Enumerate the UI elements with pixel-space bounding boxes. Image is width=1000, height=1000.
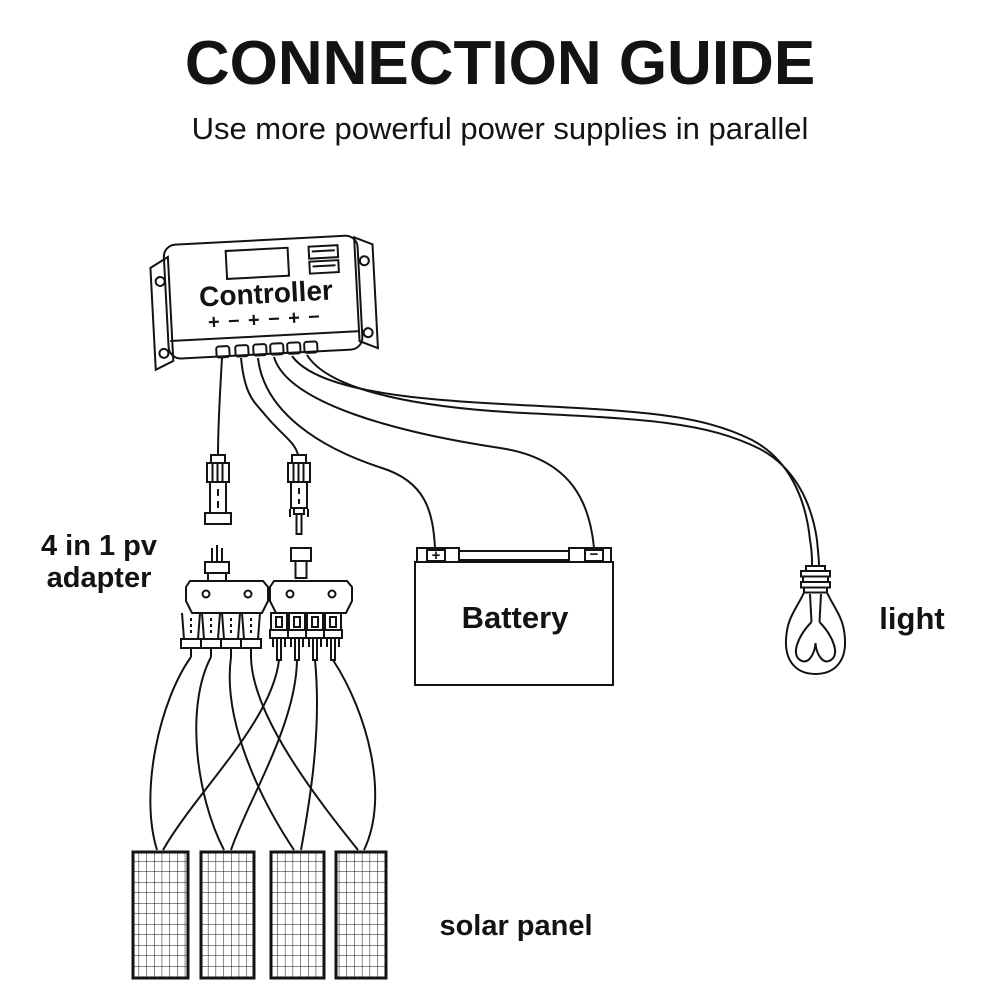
screw-hole-icon <box>158 347 170 359</box>
wire-battery-positive <box>257 357 436 549</box>
wire-adapter-b-4 <box>332 659 377 851</box>
wire-load-2 <box>306 354 820 567</box>
wire-adapter-b-3 <box>300 659 318 851</box>
controller-terminals <box>215 340 319 359</box>
battery-positive-frame <box>426 549 446 562</box>
pv-adapter-a-figure <box>180 545 269 657</box>
adapter-a-outputs <box>180 612 262 657</box>
terminal-polarity: − <box>307 306 321 329</box>
bulb-filament-leads <box>809 593 822 623</box>
wire-adapter-a-1 <box>149 656 192 851</box>
adapter-label-line1: 4 in 1 pv <box>40 530 158 562</box>
adapter-a-body <box>185 580 269 614</box>
adapter-b-input-neck <box>294 560 308 579</box>
bulb-glass <box>784 591 847 676</box>
adapter-panel-wires <box>149 656 377 851</box>
controller-buttons[interactable] <box>307 244 340 275</box>
diagram-subtitle: Use more powerful power supplies in para… <box>191 111 809 146</box>
light-bulb-icon <box>784 565 847 676</box>
wire-load-1 <box>291 355 813 567</box>
solar-panel-label: solar panel <box>439 910 593 942</box>
solar-panel-figures <box>131 850 388 980</box>
screw-hole-icon <box>201 589 211 599</box>
diagram-title: CONNECTION GUIDE <box>184 29 816 98</box>
wire-adapter-a-4 <box>250 656 359 851</box>
terminal-polarity: + <box>287 307 301 330</box>
solar-panel-3 <box>269 850 326 980</box>
adapter-b-input <box>290 547 312 562</box>
light-label: light <box>879 601 945 636</box>
pv-adapter-b-figure <box>269 547 353 661</box>
solar-panel-2 <box>199 850 256 980</box>
adapter-a-input-neck <box>207 572 227 582</box>
battery-top-bar <box>458 550 570 561</box>
wire-pv-2 <box>240 357 299 456</box>
adapter-a-stub-wires <box>211 545 223 562</box>
battery-figure: + − <box>414 546 614 686</box>
adapter-b-outputs <box>269 612 343 661</box>
battery-positive-symbol: + <box>432 547 441 564</box>
battery-negative-symbol: − <box>590 546 599 563</box>
adapter-label: 4 in 1 pv adapter <box>14 530 184 594</box>
wire-pv-1 <box>217 357 223 456</box>
terminal-polarity: − <box>267 308 281 331</box>
terminal-polarity: + <box>207 311 221 334</box>
screw-hole-icon <box>285 589 295 599</box>
battery-label: Battery <box>461 600 569 635</box>
bulb-filament-loops <box>795 621 836 663</box>
screw-hole-icon <box>362 327 374 339</box>
mc4-male-connector-icon <box>287 454 311 535</box>
battery-box <box>414 561 614 686</box>
battery-negative-frame <box>584 549 604 562</box>
mc4-female-connector-icon <box>204 454 232 525</box>
wire-adapter-b-2 <box>230 659 298 851</box>
adapter-b-body <box>269 580 353 614</box>
controller-display <box>224 246 291 281</box>
wire-battery-negative <box>273 356 595 549</box>
terminal-polarity: + <box>247 309 261 332</box>
controller-wires <box>217 354 820 567</box>
screw-hole-icon <box>327 589 337 599</box>
wire-adapter-a-3 <box>228 656 295 851</box>
screw-hole-icon <box>243 589 253 599</box>
controller-figure <box>149 234 380 372</box>
wire-adapter-b-1 <box>162 659 280 851</box>
solar-panel-4 <box>334 850 388 980</box>
adapter-label-line2: adapter <box>46 562 152 594</box>
adapter-a-input <box>204 561 230 574</box>
controller-fold-line <box>170 330 361 343</box>
wire-adapter-a-2 <box>195 656 225 851</box>
screw-hole-icon <box>154 275 166 287</box>
controller-left-flange <box>149 255 175 372</box>
solar-panel-1 <box>131 850 190 980</box>
terminal-polarity: − <box>227 310 241 333</box>
controller-right-flange <box>353 235 380 350</box>
screw-hole-icon <box>358 255 370 267</box>
